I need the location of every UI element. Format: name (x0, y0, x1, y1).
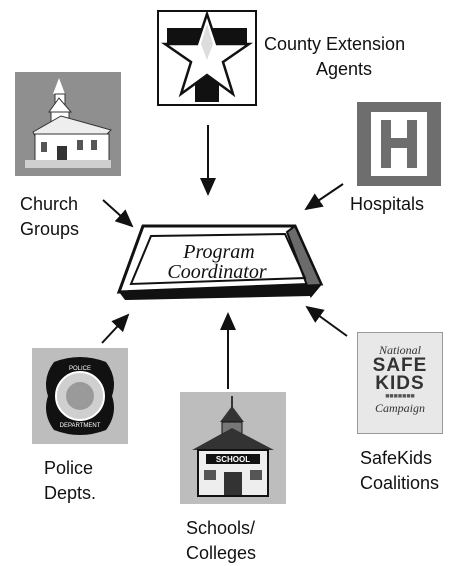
badge-bottom-text: DEPARTMENT (60, 423, 101, 429)
arrow-hospitals (304, 183, 344, 211)
hospital-icon (357, 102, 441, 186)
police-badge-icon: POLICE DEPARTMENT (32, 348, 128, 444)
arrow-police (101, 313, 130, 344)
badge-top-text: POLICE (69, 366, 91, 372)
label-police: Police Depts. (44, 458, 97, 503)
extension-star-icon (157, 10, 257, 106)
safekids-logo-icon: National SAFE KIDS ■■■■■■■ Campaign (357, 332, 443, 434)
arrow-safekids (305, 305, 348, 337)
center-line1: Program (182, 241, 254, 263)
label-schools: Schools/ Colleges (186, 518, 257, 563)
program-coordinator-plaque: Program Coordinator (116, 224, 324, 300)
church-icon (15, 72, 121, 176)
label-safekids: SafeKids Coalitions (360, 448, 440, 493)
school-icon: SCHOOL (180, 392, 286, 504)
arrow-church (102, 199, 134, 228)
label-hospitals: Hospitals (350, 194, 425, 214)
label-church: Church Groups (20, 194, 80, 239)
school-sign-text: SCHOOL (216, 455, 250, 464)
center-line2: Coordinator (167, 261, 266, 283)
label-extension: County Extension Agents (264, 34, 406, 79)
